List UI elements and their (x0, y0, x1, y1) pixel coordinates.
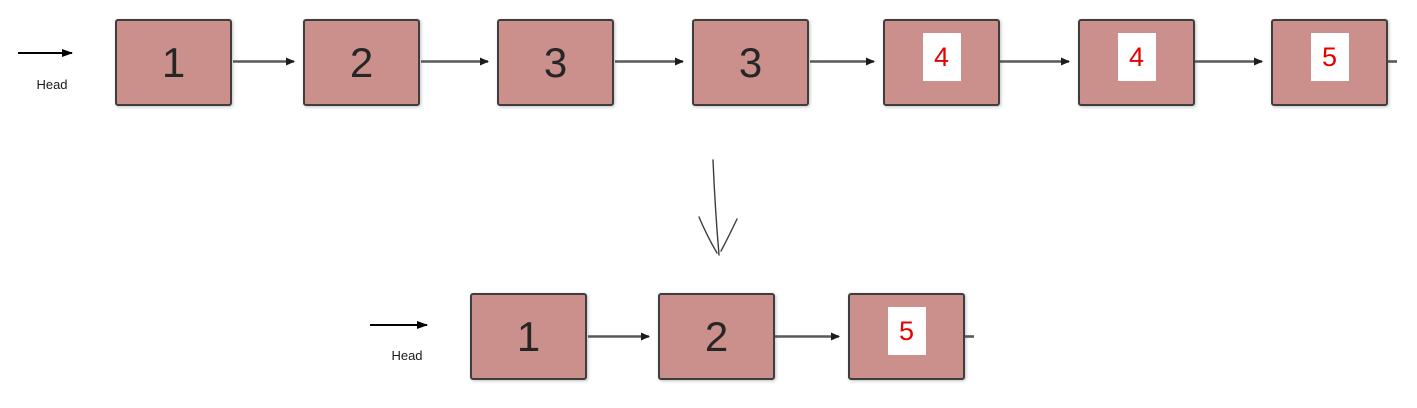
node-value: 3 (543, 38, 568, 86)
transform-arrow-icon (698, 159, 738, 256)
node-value: 2 (704, 312, 729, 360)
node-top-1: 1 (115, 19, 232, 106)
node-value: 4 (1117, 33, 1156, 81)
node-value: 3 (738, 38, 763, 86)
node-value: 1 (161, 38, 186, 86)
node-value: 5 (887, 307, 926, 355)
node-top-6: 4 (1078, 19, 1195, 106)
node-top-5: 4 (883, 19, 1000, 106)
head-label-bottom: Head (391, 348, 423, 363)
node-top-2: 2 (303, 19, 420, 106)
node-value: 4 (922, 33, 961, 81)
node-value: 1 (516, 312, 541, 360)
node-top-7: 5 (1271, 19, 1388, 106)
node-value: 2 (349, 38, 374, 86)
node-value: 5 (1310, 33, 1349, 81)
node-top-3: 3 (497, 19, 614, 106)
node-bottom-2: 2 (658, 293, 775, 380)
node-bottom-1: 1 (470, 293, 587, 380)
head-label-top: Head (36, 77, 68, 92)
node-top-4: 3 (692, 19, 809, 106)
node-bottom-3: 5 (848, 293, 965, 380)
